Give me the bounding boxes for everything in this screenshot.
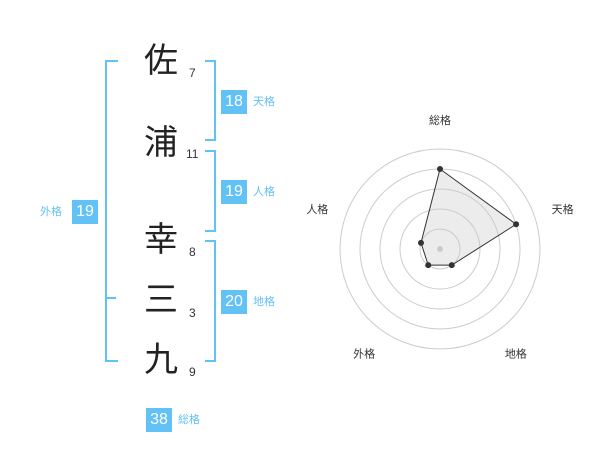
radar-axis-label: 天格 [552,202,574,216]
chikaku-value-badge: 20 [221,290,247,314]
radar-axis-label: 総格 [429,113,451,127]
gaikaku-bracket-tick [105,297,116,299]
radar-axis-label: 地格 [505,346,527,360]
jinkaku-bracket [205,150,216,232]
name-char-5: 九 [144,340,178,380]
radar-point [513,221,520,228]
stroke-count-2: 11 [186,147,199,161]
soukaku-value-badge: 38 [146,408,172,432]
radar-grid-ring [379,188,501,310]
name-char-1: 佐 [144,41,178,81]
tenkaku-bracket [205,60,216,141]
chikaku-bracket [205,240,216,362]
tenkaku-label: 天格 [253,95,275,108]
jinkaku-label: 人格 [253,185,275,198]
radar-point [448,262,455,269]
gaikaku-label: 外格 [40,205,62,218]
tenkaku-value-badge: 18 [221,90,247,114]
radar-value-polygon [420,168,517,266]
soukaku-label: 総格 [178,413,200,426]
jinkaku-value-badge: 19 [221,180,247,204]
radar-point [417,239,424,246]
radar-axis-label: 外格 [353,346,375,360]
radar-grid-ring [339,148,541,350]
radar-point [437,166,443,172]
chikaku-label: 地格 [253,295,275,308]
radar-point [425,262,432,269]
name-char-2: 浦 [144,123,178,163]
name-char-3: 幸 [144,220,178,260]
radar-center-dot [437,246,443,252]
stroke-count-1: 7 [189,66,196,80]
stroke-count-5: 9 [189,365,196,379]
radar-axis-label: 人格 [306,202,328,216]
stroke-count-3: 8 [189,245,196,259]
radar-grid-ring [419,228,461,270]
gaikaku-bracket [105,60,118,362]
gaikaku-value-badge: 19 [72,200,98,224]
name-char-4: 三 [144,280,178,320]
stroke-count-4: 3 [189,306,196,320]
radar-grid-ring [399,208,481,290]
